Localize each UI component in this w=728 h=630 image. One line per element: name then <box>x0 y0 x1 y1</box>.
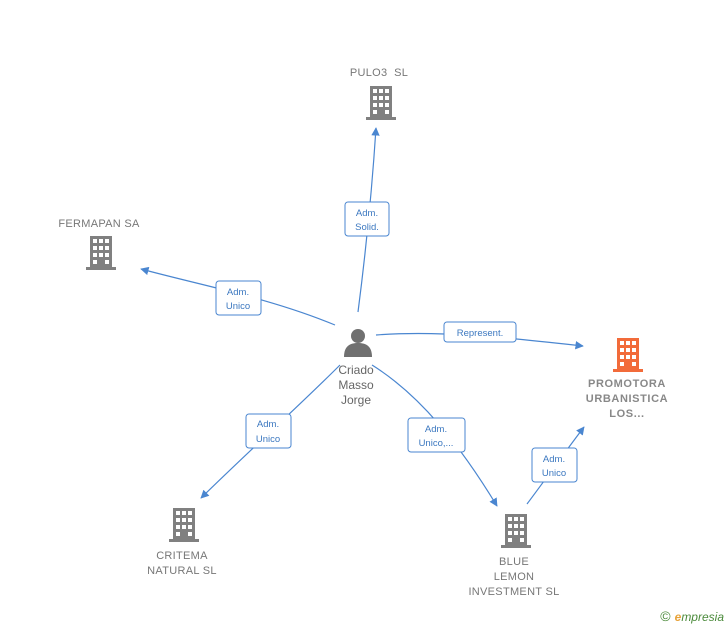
building-icon <box>86 236 116 270</box>
edge-label-line: Unico <box>542 468 566 479</box>
company-node-promotora[interactable]: PROMOTORA URBANISTICA LOS... <box>586 338 668 420</box>
edge-label-to-bluelemon[interactable]: Adm. Unico,... <box>407 417 466 453</box>
company-label-line: LOS... <box>609 408 644 420</box>
edge-label-to-pulo3[interactable]: Adm. Solid. <box>344 201 390 237</box>
edge-label-line: Represent. <box>457 328 503 339</box>
edge-label-line: Adm. <box>257 419 279 430</box>
person-label-line: Criado <box>338 363 374 377</box>
company-label-line: BLUE <box>499 556 529 568</box>
edge-label-to-fermapan[interactable]: Adm. Unico <box>215 280 262 316</box>
edge-label-to-promotora[interactable]: Represent. <box>443 321 517 343</box>
company-label-line: LEMON <box>494 571 535 583</box>
edge-label-line: Adm. <box>543 454 565 465</box>
brand-logo-text: mpresia <box>681 610 724 624</box>
company-node-bluelemon[interactable]: BLUE LEMON INVESTMENT SL <box>468 514 559 598</box>
edge-label-line: Unico <box>226 301 250 312</box>
building-icon <box>613 338 643 372</box>
brand-logo-initial: e <box>674 610 682 624</box>
edge-label-line: Adm. <box>425 424 447 435</box>
edge-label-line: Adm. <box>356 208 378 219</box>
company-label-line: CRITEMA <box>156 550 208 562</box>
building-icon <box>501 514 531 548</box>
edge-label-line: Adm. <box>227 287 249 298</box>
company-node-critema[interactable]: CRITEMA NATURAL SL <box>147 508 217 577</box>
person-node[interactable]: Criado Masso Jorge <box>338 329 374 407</box>
company-label-line: URBANISTICA <box>586 393 668 405</box>
edge-label-line: Unico <box>256 434 280 445</box>
company-label-line: NATURAL SL <box>147 565 217 577</box>
company-node-fermapan[interactable]: FERMAPAN SA <box>58 218 140 270</box>
building-icon <box>366 86 396 120</box>
edge-label-bluelemon-to-promotora[interactable]: Adm. Unico <box>531 447 578 483</box>
edges <box>140 127 585 507</box>
edge-label-to-critema[interactable]: Adm. Unico <box>245 413 292 449</box>
footer-brand: ©empresia <box>660 608 724 624</box>
copyright-icon: © <box>660 608 671 624</box>
company-node-pulo3[interactable]: PULO3 SL <box>350 67 408 120</box>
person-icon <box>344 329 372 357</box>
person-label-line: Masso <box>338 378 374 392</box>
company-label-line: INVESTMENT SL <box>468 586 559 598</box>
edge-label-line: Solid. <box>355 222 379 233</box>
company-label-line: PULO3 SL <box>350 67 408 79</box>
company-label-line: PROMOTORA <box>588 378 666 390</box>
building-icon <box>169 508 199 542</box>
company-label-line: FERMAPAN SA <box>58 218 140 230</box>
person-label-line: Jorge <box>341 393 371 407</box>
edge-label-line: Unico,... <box>419 438 454 449</box>
